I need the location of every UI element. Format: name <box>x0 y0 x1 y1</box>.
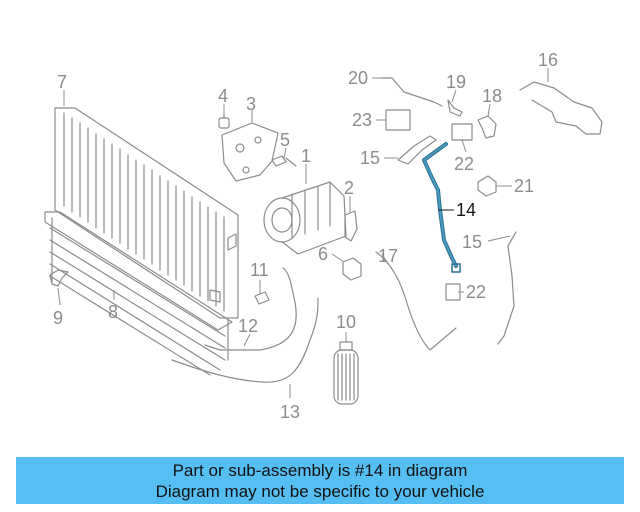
condenser[interactable] <box>44 107 239 376</box>
callout-15-lower: 15 <box>462 232 482 252</box>
callout-20: 20 <box>348 68 368 88</box>
cap-23[interactable] <box>385 109 411 131</box>
line-12[interactable] <box>204 267 297 351</box>
callout-19: 19 <box>446 72 466 92</box>
callout-2: 2 <box>344 178 354 198</box>
callout-6: 6 <box>318 244 328 264</box>
line-17[interactable] <box>375 251 457 351</box>
callout-7: 7 <box>57 72 67 92</box>
line-20[interactable] <box>381 77 443 107</box>
cap-22-upper[interactable] <box>451 123 473 141</box>
line-13[interactable] <box>171 297 319 383</box>
callout-21: 21 <box>514 176 534 196</box>
callout-11: 11 <box>250 260 269 280</box>
callout-8: 8 <box>108 302 118 322</box>
sensor-11[interactable] <box>254 291 270 305</box>
callout-22-upper: 22 <box>454 154 474 174</box>
callout-1: 1 <box>301 146 311 166</box>
line-15-lower[interactable] <box>497 231 517 345</box>
callout-23: 23 <box>352 110 372 130</box>
callout-4: 4 <box>218 86 228 106</box>
callout-3: 3 <box>246 94 256 114</box>
leader-lines <box>57 68 549 398</box>
banner-line-1: Part or sub-assembly is #14 in diagram <box>172 461 468 480</box>
callout-12: 12 <box>238 316 258 336</box>
callout-18: 18 <box>482 86 502 106</box>
callout-5: 5 <box>280 130 290 150</box>
receiver-drier[interactable] <box>333 341 359 405</box>
compressor-bracket[interactable] <box>221 122 279 182</box>
valve-19[interactable] <box>447 99 463 117</box>
callout-9: 9 <box>53 308 63 328</box>
callout-22-lower: 22 <box>466 282 486 302</box>
callout-17: 17 <box>378 246 398 266</box>
callout-14: 14 <box>456 200 476 220</box>
switch-6[interactable] <box>342 257 362 281</box>
info-banner: Part or sub-assembly is #14 in diagram D… <box>16 457 624 504</box>
hose-16[interactable] <box>519 81 603 135</box>
callout-10: 10 <box>336 312 356 332</box>
bracket-2[interactable] <box>344 210 358 242</box>
line-15-upper[interactable] <box>397 135 437 165</box>
bolt-5[interactable] <box>271 155 297 167</box>
bracket-9[interactable] <box>49 269 69 287</box>
hose-18[interactable] <box>477 115 497 139</box>
bolt-4[interactable] <box>218 113 230 129</box>
callout-15-upper: 15 <box>360 148 380 168</box>
switch-21[interactable] <box>477 175 497 197</box>
callouts: 7 8 9 4 3 5 1 2 6 11 12 13 10 20 23 19 1… <box>53 50 558 422</box>
line-14-fitting <box>451 263 461 273</box>
compressor[interactable] <box>263 181 347 255</box>
banner-line-2: Diagram may not be specific to your vehi… <box>155 482 485 501</box>
cap-22-lower[interactable] <box>445 283 461 301</box>
line-14-highlight-fill <box>423 143 457 267</box>
callout-16: 16 <box>538 50 558 70</box>
callout-13: 13 <box>280 402 300 422</box>
